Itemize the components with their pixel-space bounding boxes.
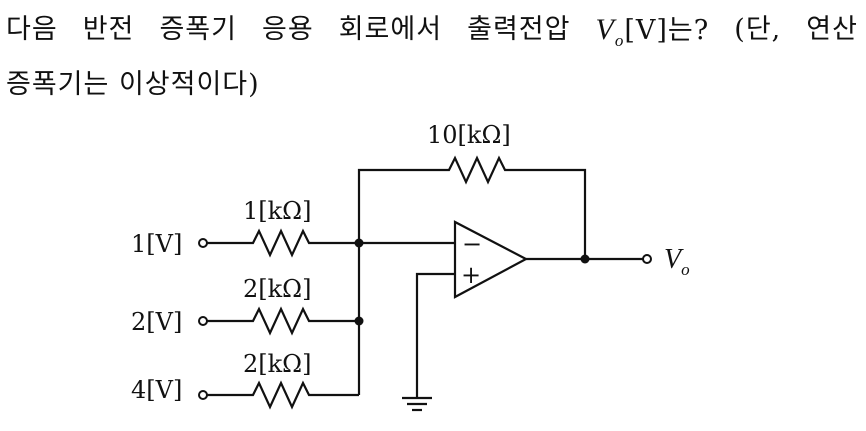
inverting-input-sign: − xyxy=(462,230,482,258)
op-amp-triangle xyxy=(453,220,529,299)
input-resistor-label-2: 2[kΩ] xyxy=(243,275,311,303)
output-label: Vo xyxy=(664,244,690,279)
input-voltage-3: 4[V] xyxy=(131,376,182,404)
vo-symbol: Vo xyxy=(595,13,625,50)
input-branch-1: 1[V] 1[kΩ] xyxy=(131,197,359,258)
ground-symbol xyxy=(402,396,432,412)
feedback-path: 10[kΩ] xyxy=(357,121,587,259)
question-text: 다음 반전 증폭기 응용 회로에서 출력전압 Vo[V]는? (단, 연산 증폭… xyxy=(6,8,862,107)
output-voltage-term: Vo[V]는? xyxy=(596,8,710,63)
feedback-resistor-label: 10[kΩ] xyxy=(427,121,511,149)
word-7: (단, xyxy=(734,14,782,45)
junction-input-2 xyxy=(354,316,364,326)
input-voltage-1: 1[V] xyxy=(131,230,182,258)
question-line-2: 증폭기는 이상적이다) xyxy=(6,69,260,100)
input-voltage-2: 2[V] xyxy=(131,308,182,336)
word-3: 증폭기 xyxy=(159,14,237,45)
input-resistor-1 xyxy=(241,228,321,258)
input-branch-3: 4[V] 2[kΩ] xyxy=(131,350,359,410)
word-2: 반전 xyxy=(82,14,135,45)
op-amp: − + xyxy=(359,220,529,398)
word-1: 다음 xyxy=(6,14,58,45)
output-terminal xyxy=(642,254,652,264)
input-resistor-2 xyxy=(241,306,321,336)
input-resistor-label-3: 2[kΩ] xyxy=(243,350,311,378)
word-8: 연산 xyxy=(806,14,858,45)
question-line-1: 다음 반전 증폭기 응용 회로에서 출력전압 Vo[V]는? (단, 연산 xyxy=(6,8,858,63)
output: Vo xyxy=(526,244,690,279)
word-6: 출력전압 xyxy=(467,14,571,45)
feedback-resistor xyxy=(438,155,516,185)
input-terminal-1 xyxy=(198,238,208,248)
input-terminal-3 xyxy=(198,390,208,400)
word-5: 회로에서 xyxy=(338,14,443,45)
input-terminal-2 xyxy=(198,316,208,326)
input-branch-2: 2[V] 2[kΩ] xyxy=(131,275,359,336)
junction-output xyxy=(580,254,590,264)
unit-suffix: [V]는? xyxy=(624,15,710,46)
word-4: 응용 xyxy=(262,14,314,45)
noninverting-input-sign: + xyxy=(461,261,481,289)
input-resistor-label-1: 1[kΩ] xyxy=(243,197,311,225)
input-resistor-3 xyxy=(241,380,321,410)
